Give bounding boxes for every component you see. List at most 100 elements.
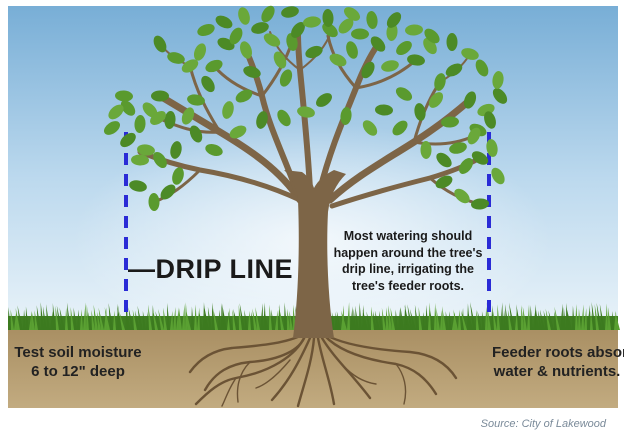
leaf	[351, 28, 369, 40]
grass-blade	[251, 311, 254, 330]
leaf	[256, 111, 268, 129]
grass-blade	[404, 304, 410, 330]
leaf	[273, 51, 287, 69]
grass-blade	[434, 302, 437, 330]
leaf	[454, 188, 470, 204]
leaf	[305, 45, 323, 59]
grass-blade	[227, 311, 233, 330]
grass-blade	[73, 307, 77, 330]
grass-blade	[388, 305, 392, 330]
leaf	[467, 127, 481, 145]
grass-blade	[66, 302, 71, 330]
grass-blade	[263, 302, 266, 330]
grass-blade	[381, 307, 386, 330]
leaf	[153, 35, 167, 53]
leaf	[142, 102, 158, 118]
grass-blade	[287, 308, 290, 330]
grass-blade	[221, 302, 224, 330]
tree-canopy-leaves	[103, 5, 508, 211]
grass-blade	[260, 303, 263, 330]
grass-blade	[353, 308, 356, 330]
leaf	[471, 151, 489, 165]
leaf	[386, 12, 402, 28]
grass-blade	[233, 308, 239, 330]
leaf	[148, 193, 160, 211]
branch	[317, 41, 381, 193]
grass-blade	[252, 308, 257, 330]
grass-blade	[17, 305, 23, 330]
grass-blade	[554, 311, 557, 330]
grass-blade	[52, 303, 56, 330]
grass-blade	[362, 309, 368, 330]
leaf	[340, 107, 352, 125]
leaf	[392, 120, 408, 136]
leaf	[277, 109, 291, 127]
grass-blade	[222, 303, 227, 330]
grass-blade	[275, 310, 278, 330]
grass-blade	[65, 307, 68, 330]
grass-blade	[331, 311, 335, 330]
grass-blade	[8, 307, 11, 330]
grass-blade	[418, 307, 422, 330]
grass-blade	[80, 309, 83, 330]
leaf	[222, 101, 234, 119]
grass-blade	[548, 310, 554, 330]
grass-blade	[505, 304, 509, 330]
grass-blade	[204, 305, 209, 330]
grass-blade	[178, 307, 182, 330]
source-credit: Source: City of Lakewood	[480, 418, 606, 430]
grass-blade	[395, 309, 398, 330]
leaf	[428, 92, 444, 108]
grass-blade	[535, 307, 539, 330]
root	[255, 359, 291, 389]
grass-blade	[386, 307, 389, 330]
leaf	[370, 36, 386, 52]
leaf	[316, 93, 332, 107]
grass-blade	[10, 309, 14, 330]
leaf	[197, 23, 215, 37]
grass-blade	[218, 309, 221, 330]
leaf	[424, 28, 440, 44]
grass-blade	[429, 309, 434, 330]
leaf	[486, 139, 498, 157]
grass-blade	[521, 304, 524, 330]
leaf	[164, 111, 176, 129]
grass-blade	[248, 310, 251, 330]
leaf	[153, 151, 167, 169]
grass-blade	[341, 310, 347, 330]
grass-blade	[163, 307, 167, 330]
grass-blade	[197, 307, 200, 330]
grass-blade	[503, 310, 506, 330]
feeder-roots-line: Feeder roots absorb	[492, 344, 624, 361]
leaf	[115, 90, 133, 102]
grass-blade	[104, 307, 107, 330]
grass-blade	[374, 310, 380, 330]
root	[188, 334, 302, 374]
grass-blade	[359, 302, 362, 330]
grass-blade	[97, 311, 101, 330]
grass-blade	[350, 306, 353, 330]
leaf	[343, 7, 361, 21]
leaf	[362, 120, 378, 136]
grass-blade	[440, 310, 443, 330]
grass-blade	[158, 308, 164, 330]
grass-blade	[507, 309, 512, 330]
grass-blade	[442, 306, 446, 330]
grass-blade	[400, 307, 404, 330]
grass-blade	[371, 306, 374, 330]
grass-blade	[148, 304, 152, 330]
leaf	[405, 24, 423, 36]
grass-blade	[566, 307, 572, 330]
grass-blade	[152, 304, 155, 330]
leaf	[193, 43, 207, 61]
leaf	[396, 40, 412, 56]
grass-blade	[203, 302, 206, 330]
root-system	[188, 333, 458, 408]
grass-blade	[581, 304, 584, 330]
grass-blade	[56, 305, 62, 330]
grass-blade	[29, 311, 32, 330]
leaf	[189, 125, 203, 143]
leaf	[240, 41, 252, 59]
grass-blade	[545, 308, 551, 330]
leaf	[366, 11, 378, 29]
